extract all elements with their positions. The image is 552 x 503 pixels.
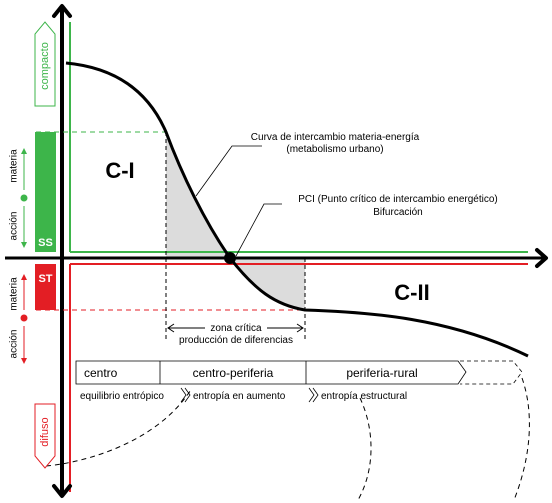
curve-annotation-line2: (metabolismo urbano) [286, 144, 383, 155]
pci-annotation-line2: Bifurcación [373, 207, 422, 218]
horizontal-axis-arrow-right-icon [535, 248, 548, 268]
band-centro-periferia-label: centro-periferia [193, 366, 274, 380]
materia-bottom-label: materia [9, 277, 20, 311]
band-arrow-solid [75, 360, 467, 385]
green-dot [20, 194, 28, 202]
entropy-estructural-label: entropía estructural [321, 391, 407, 402]
difuso-label: difuso [39, 417, 51, 446]
accion-bottom-label: acción [9, 330, 20, 359]
entropy-equilibrio-label: equilibrio entrópico [80, 391, 164, 402]
green-arrow-down-head-icon [21, 242, 27, 248]
zone-label-backdrop [205, 320, 267, 334]
pci-annotation-line1: PCI (Punto crítico de intercambio energé… [298, 194, 498, 205]
dashed-curve-right [513, 377, 530, 501]
red-arrow-up-head-icon [21, 274, 27, 280]
accion-top-label: acción [9, 212, 20, 241]
vertical-axis-arrow-up-icon [52, 4, 72, 18]
materia-top-label: materia [9, 149, 20, 183]
exchange-curve [65, 61, 529, 358]
st-badge: ST [38, 273, 52, 285]
red-arrow-down-head-icon [21, 358, 27, 364]
band-arrow-dashed [460, 360, 523, 385]
dashed-curve-middle [357, 397, 372, 501]
green-arrow-up-head-icon [21, 148, 27, 154]
pci-point [224, 252, 236, 264]
ss-badge: SS [38, 237, 53, 249]
red-dot [20, 314, 28, 322]
band-centro-label: centro [84, 366, 118, 380]
region-c1-label: C-I [105, 158, 134, 183]
entropy-chevron-1-icon [180, 387, 191, 403]
pci-leader-line [235, 203, 282, 257]
critical-zone-upper-shade [166, 132, 230, 258]
compacto-label: compacto [39, 42, 51, 90]
difuso-label-box [34, 403, 56, 469]
compacto-label-box [34, 21, 56, 107]
critical-zone-lower-shade [230, 258, 305, 310]
curve-annotation-line1: Curva de intercambio materia-energía [251, 132, 420, 143]
zone-annotation-line2: producción de diferencias [179, 335, 293, 346]
zone-span-arrowhead-right-icon [296, 323, 304, 333]
band-periferia-rural-label: periferia-rural [346, 366, 417, 380]
vertical-axis-arrow-down-icon [52, 484, 72, 498]
st-bar [35, 264, 56, 310]
zone-annotation-line1: zona crítica [210, 323, 262, 334]
ss-bar [35, 132, 56, 252]
curve-leader-line [195, 145, 262, 197]
zone-span-arrowhead-left-icon [167, 323, 175, 333]
entropy-chevron-2-icon [308, 387, 319, 403]
region-c2-label: C-II [394, 280, 429, 305]
entropy-aumento-label: entropía en aumento [193, 391, 286, 402]
